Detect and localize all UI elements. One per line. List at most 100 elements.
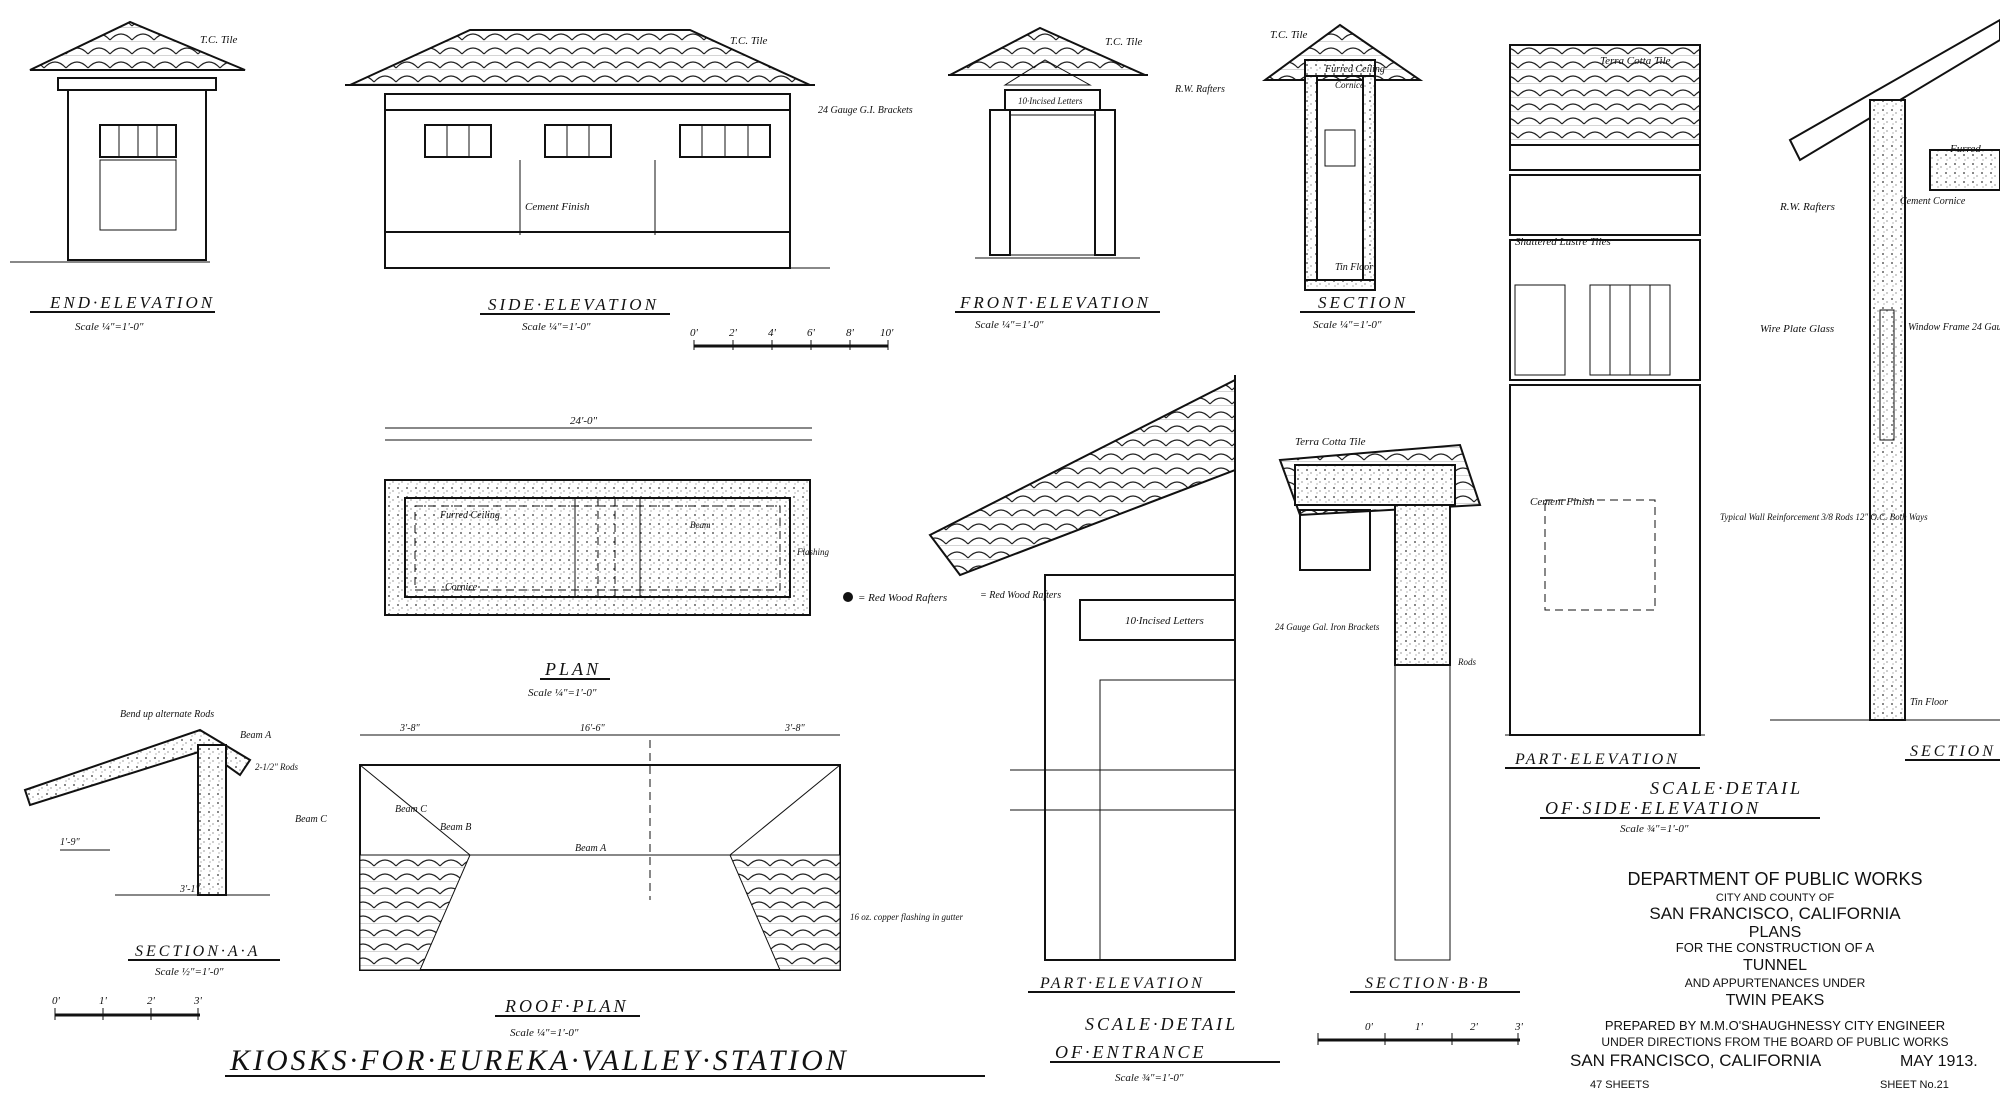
- section-furred-label: Furred Ceiling: [1324, 64, 1385, 75]
- entrance-detail-scale: Scale ¾"=1'-0": [1115, 1072, 1184, 1084]
- end-elev-tile-label: T.C. Tile: [200, 34, 238, 46]
- side-detail-title-1: SCALE·DETAIL: [1650, 778, 1803, 798]
- side-elevation-scale: Scale ¼"=1'-0": [522, 321, 591, 333]
- plan-flashing-label: Flashing: [796, 547, 830, 557]
- entrance-detail-title-2: OF·ENTRANCE: [1055, 1042, 1207, 1062]
- entrance-part-elev-title: PART·ELEVATION: [1039, 975, 1205, 992]
- side-detail-tile-label: Terra Cotta Tile: [1600, 55, 1671, 67]
- scale-tick: 1': [1415, 1021, 1424, 1033]
- scale-tick: 8': [846, 327, 855, 339]
- section-cornice-label: Cornice: [1335, 80, 1364, 90]
- small-section-view: T.C. Tile Furred Ceiling Cornice Tin Flo…: [1261, 23, 1424, 331]
- tb-construction: FOR THE CONSTRUCTION OF A: [1676, 940, 1875, 955]
- plan-cornice-label: Cornice: [445, 582, 478, 593]
- side-elev-brackets-label: 24 Gauge G.I. Brackets: [818, 105, 913, 116]
- tb-plans: PLANS: [1749, 924, 1801, 941]
- scale-tick: 2': [147, 995, 156, 1007]
- section-floor-label: Tin Floor: [1335, 262, 1373, 273]
- side-detail-glass-label: Wire Plate Glass: [1760, 323, 1834, 335]
- front-elev-rafters-label: R.W. Rafters: [1174, 84, 1225, 95]
- side-elevation-view: T.C. Tile 24 Gauge G.I. Brackets Cement …: [345, 29, 913, 333]
- title-block: DEPARTMENT OF PUBLIC WORKS CITY AND COUN…: [1570, 869, 1978, 1091]
- side-section-window-label: Window Frame 24 Gauge Gal. Iron: [1908, 322, 2000, 333]
- scale-bar-detail: 0' 1' 2' 3': [1317, 1021, 1524, 1045]
- roof-plan-view: 3'-8" 16'-6" 3'-8" Beam C Beam B Beam A …: [359, 723, 963, 1039]
- tb-sheet-no: SHEET No.21: [1880, 1079, 1949, 1091]
- small-section-scale: Scale ¼"=1'-0": [1313, 319, 1382, 331]
- tb-city-county: CITY AND COUNTY OF: [1716, 892, 1834, 904]
- front-elevation-view: T.C. Tile R.W. Rafters 10·Incised Letter…: [948, 26, 1225, 331]
- roof-beam-c-label: Beam C: [395, 804, 427, 815]
- plan-dim-label: 24'-0": [570, 415, 598, 427]
- side-section-title: SECTION: [1910, 743, 1996, 760]
- scale-tick: 3': [193, 995, 203, 1007]
- front-elevation-title: FRONT·ELEVATION: [959, 293, 1151, 312]
- scale-tick: 6': [807, 327, 816, 339]
- section-tile-label: T.C. Tile: [1270, 29, 1308, 41]
- roof-beam-b-label: Beam B: [440, 822, 471, 833]
- scale-bar-section: 0' 1' 2' 3': [52, 995, 203, 1020]
- side-section-floor-label: Tin Floor: [1910, 697, 1948, 708]
- plan-scale: Scale ¼"=1'-0": [528, 687, 597, 699]
- tb-appurtenances: AND APPURTENANCES UNDER: [1685, 976, 1866, 990]
- roof-dim-3: 3'-8": [784, 723, 805, 734]
- roof-plan-title: ROOF·PLAN: [504, 996, 629, 1016]
- sec-aa-dim2: 3'-1": [179, 884, 200, 895]
- side-elev-tile-label: T.C. Tile: [730, 35, 768, 47]
- section-a-a-view: Bend up alternate Rods Beam A Beam C 2-1…: [23, 709, 327, 978]
- roof-dim-2: 16'-6": [580, 723, 605, 734]
- tb-prepared-by: PREPARED BY M.M.O'SHAUGHNESSY CITY ENGIN…: [1605, 1018, 1945, 1033]
- side-section-wall-label: Typical Wall Reinforcement 3/8 Rods 12" …: [1720, 512, 1928, 522]
- scale-tick: 10': [880, 327, 894, 339]
- side-part-elev-title: PART·ELEVATION: [1514, 751, 1680, 768]
- front-elevation-scale: Scale ¼"=1'-0": [975, 319, 1044, 331]
- side-section-rafters-label: R.W. Rafters: [1779, 201, 1835, 213]
- sec-aa-rods-label: Bend up alternate Rods: [120, 709, 214, 720]
- section-b-b-view: Terra Cotta Tile 24 Gauge Gal. Iron Brac…: [1275, 436, 1520, 993]
- tb-tunnel: TUNNEL: [1743, 957, 1807, 974]
- end-elevation-view: T.C. Tile END·ELEVATION Scale ¼"=1'-0": [10, 20, 246, 333]
- side-detail-title-block: SCALE·DETAIL OF·SIDE·ELEVATION Scale ¾"=…: [1540, 778, 1820, 835]
- roof-dim-1: 3'-8": [399, 723, 420, 734]
- side-section-cornice-label: Cement Cornice: [1900, 196, 1966, 207]
- plan-view: 24'-0" Furred Ceiling Cornice Beam Flash…: [384, 415, 947, 699]
- entrance-part-elevation-view: 10·Incised Letters = Red Wood Rafters PA…: [928, 375, 1236, 993]
- plan-rafters-label: = Red Wood Rafters: [858, 592, 947, 604]
- section-b-b-title: SECTION·B·B: [1365, 975, 1490, 992]
- entrance-detail-title-block: SCALE·DETAIL OF·ENTRANCE Scale ¾"=1'-0": [1050, 1014, 1280, 1084]
- tb-department: DEPARTMENT OF PUBLIC WORKS: [1627, 869, 1922, 889]
- tb-twin-peaks: TWIN PEAKS: [1726, 992, 1825, 1009]
- section-a-a-title: SECTION·A·A: [135, 943, 260, 960]
- tb-date: MAY 1913.: [1900, 1053, 1978, 1070]
- sec-aa-rods2-label: 2-1/2" Rods: [255, 762, 299, 772]
- side-detail-scale: Scale ¾"=1'-0": [1620, 823, 1689, 835]
- scale-bar-main: 0' 2' 4' 6' 8' 10': [690, 327, 894, 350]
- plan-furred-label: Furred Ceiling: [439, 510, 500, 521]
- end-elevation-scale: Scale ¼"=1'-0": [75, 321, 144, 333]
- plan-beam-label: Beam: [690, 520, 711, 530]
- front-elev-tile-label: T.C. Tile: [1105, 36, 1143, 48]
- side-elev-cement-label: Cement Finish: [525, 201, 590, 213]
- scale-tick: 1': [99, 995, 108, 1007]
- sec-bb-brackets-label: 24 Gauge Gal. Iron Brackets: [1275, 622, 1380, 632]
- side-elevation-title: SIDE·ELEVATION: [488, 295, 659, 314]
- roof-beam-a-label: Beam A: [575, 843, 607, 854]
- tb-san-francisco: SAN FRANCISCO, CALIFORNIA: [1649, 904, 1901, 923]
- side-section-furred-label: Furred: [1949, 143, 1981, 155]
- entrance-letters-label: 10·Incised Letters: [1125, 615, 1204, 627]
- sec-aa-beam-a-label: Beam A: [240, 730, 272, 741]
- sec-bb-rods-label: Rods: [1457, 657, 1476, 667]
- main-sheet-title: KIOSKS·FOR·EUREKA·VALLEY·STATION: [229, 1044, 849, 1077]
- sec-aa-beam-c-label: Beam C: [295, 814, 327, 825]
- roof-flashing-label: 16 oz. copper flashing in gutter: [850, 912, 963, 922]
- side-detail-cement-label: Cement Finish: [1530, 496, 1595, 508]
- roof-plan-scale: Scale ¼"=1'-0": [510, 1027, 579, 1039]
- small-section-title: SECTION: [1318, 293, 1408, 312]
- side-part-elevation-view: Terra Cotta Tile Shattered Lustre Tiles …: [1505, 44, 1834, 769]
- end-elevation-title: END·ELEVATION: [49, 293, 215, 312]
- scale-tick: 4': [768, 327, 777, 339]
- side-detail-lustre-label: Shattered Lustre Tiles: [1515, 236, 1611, 248]
- scale-tick: 3': [1514, 1021, 1524, 1033]
- entrance-detail-title-1: SCALE·DETAIL: [1085, 1014, 1238, 1034]
